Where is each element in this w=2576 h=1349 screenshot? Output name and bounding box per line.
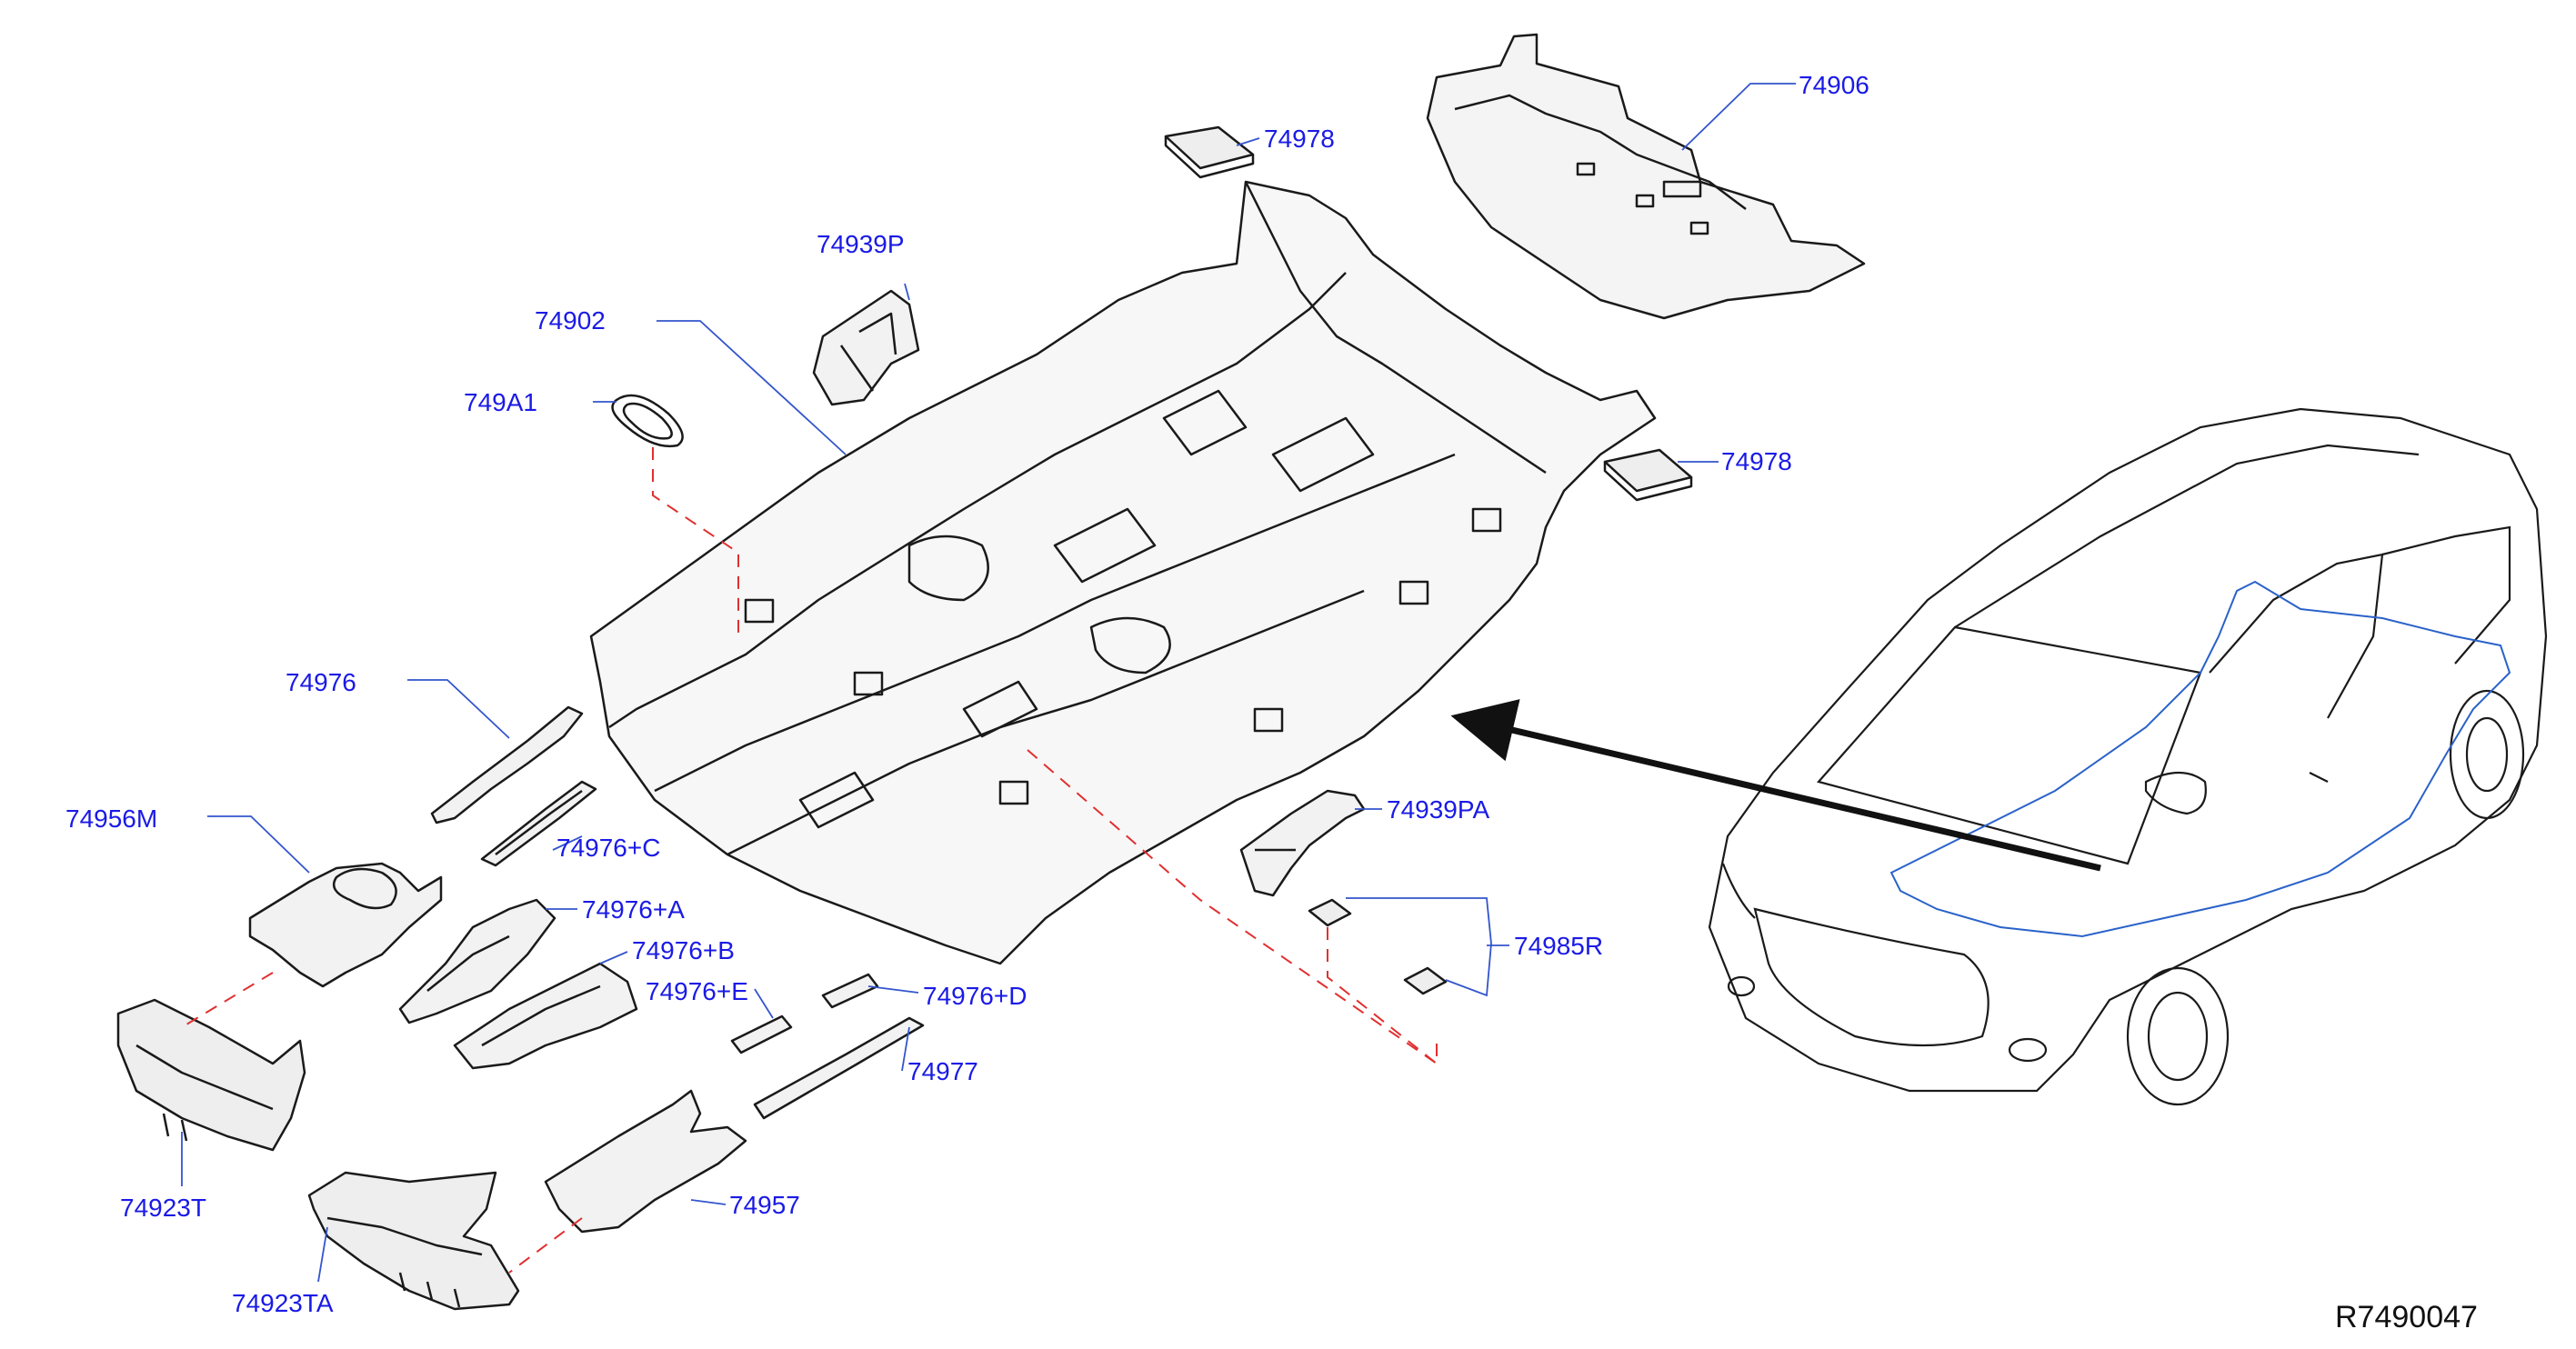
callout-74977: 74977	[907, 1057, 978, 1085]
part-74978-pad-top	[1164, 125, 1255, 179]
part-74939PA-bracket	[1239, 789, 1366, 897]
part-74902-floor-carpet	[589, 180, 1657, 965]
callout-749A1: 749A1	[464, 388, 537, 416]
callout-74923T: 74923T	[120, 1194, 206, 1222]
callout-74976A: 74976+A	[582, 895, 685, 924]
document-id: R7490047	[2335, 1300, 2478, 1334]
callout-74902: 74902	[535, 306, 606, 335]
callout-74976D: 74976+D	[923, 982, 1027, 1010]
callout-74976C: 74976+C	[556, 834, 660, 862]
callout-74978-top: 74978	[1264, 125, 1335, 153]
part-74976C-strip	[480, 780, 597, 867]
part-74956M-pad	[248, 862, 443, 988]
direction-arrow	[1450, 699, 2101, 872]
callout-74939PA: 74939PA	[1387, 795, 1489, 824]
part-749A1-clip	[611, 394, 684, 448]
callout-74923TA: 74923TA	[232, 1289, 334, 1317]
callout-74976E: 74976+E	[646, 977, 748, 1005]
callout-74976: 74976	[286, 668, 356, 696]
part-74985R-pad-2	[1403, 966, 1448, 995]
part-74906-rear-panel	[1426, 33, 1866, 320]
part-74957-pad	[544, 1089, 747, 1234]
part-74985R-pad-1	[1308, 898, 1352, 927]
leader-lines	[181, 83, 1796, 1283]
vehicle-illustration	[1708, 407, 2548, 1106]
assembly-dashed-lines	[181, 447, 1438, 1274]
part-74939P-bracket	[812, 289, 920, 406]
part-74976E-pad	[730, 1014, 793, 1054]
callout-74976B: 74976+B	[632, 936, 735, 964]
callout-74956M: 74956M	[65, 804, 157, 833]
callout-74906: 74906	[1799, 71, 1869, 99]
part-74923TA-support	[307, 1171, 520, 1311]
part-74976D-pad	[821, 973, 879, 1009]
part-74923T-support	[116, 998, 306, 1152]
callout-74978-right: 74978	[1721, 447, 1792, 475]
callout-74957: 74957	[729, 1191, 800, 1219]
part-74976B-piece	[453, 962, 638, 1070]
callout-74985R: 74985R	[1514, 932, 1603, 960]
part-74978-pad-right	[1603, 448, 1693, 502]
part-74977-strip	[753, 1016, 925, 1120]
callout-74939P: 74939P	[817, 230, 905, 258]
part-74976A-piece	[398, 898, 556, 1024]
part-74976-strip	[430, 705, 584, 824]
